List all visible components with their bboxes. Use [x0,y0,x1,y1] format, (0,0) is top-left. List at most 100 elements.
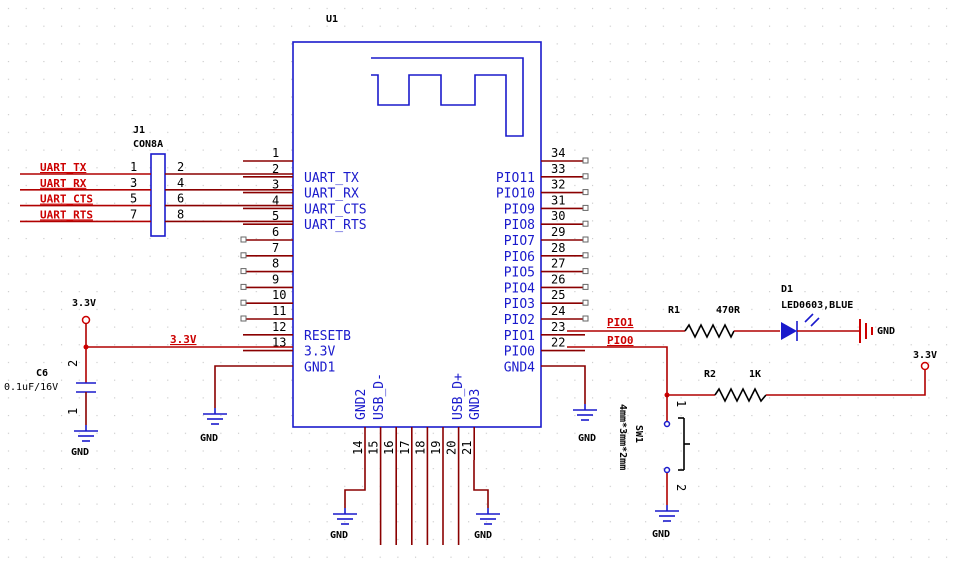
module-pin-label-gnd2: GND2 [354,389,369,420]
module-pin-label: PIO4 [504,281,535,296]
no-connect-marker [582,315,589,322]
supply-port [920,361,930,371]
module-pin-label: UART_CTS [304,202,367,217]
module-ref: U1 [326,14,338,25]
antenna-trace [371,57,524,137]
module-pin-number: 20 [445,441,459,455]
module-pin-number: 3 [272,178,279,192]
module-pin-number: 12 [272,320,286,334]
module-pin-number: 4 [272,193,279,207]
no-connect-marker [240,283,247,290]
r1-body [684,323,735,339]
gnd3-wire [473,460,489,508]
pio0-wire [567,346,715,396]
r1-value: 470R [716,305,741,316]
module-pin-label-gnd3: GND3 [468,389,483,420]
supply-label: 3.3V [913,350,937,361]
no-connect-marker [582,173,589,180]
r2-value: 1K [749,369,761,380]
r2-body [714,387,767,403]
module-pin-label-usb-dp: USB_D+ [451,373,466,420]
module-pin-number: 9 [272,272,279,286]
gnd-label: GND [578,433,596,444]
module-pin-number: 31 [551,193,565,207]
no-connect-marker [582,268,589,275]
connector-pin-even: 2 [177,160,184,174]
module-pin-number: 34 [551,146,565,160]
module-pin-label: GND4 [504,360,535,375]
module-pin-number: 17 [398,441,412,455]
connector-pin-even: 4 [177,176,184,190]
module-pin-number: 22 [551,336,565,350]
module-pin-number: 11 [272,304,286,318]
module-pin-label: PIO2 [504,313,535,328]
no-connect-marker [582,220,589,227]
no-connect-marker [240,299,247,306]
module-pin-label: PIO11 [496,171,535,186]
module-pin-label: PIO8 [504,218,535,233]
module-pin-number: 7 [272,241,279,255]
connector-value: CON8A [133,139,163,150]
module-pin-label: PIO5 [504,266,535,281]
module-pin-number: 30 [551,209,565,223]
gnd-label: GND [474,530,492,541]
module-pin-number: 6 [272,225,279,239]
d1-emission-arrow [810,317,820,327]
gnd-label: GND [71,447,89,458]
module-pin-number: 14 [351,441,365,455]
no-connect-marker [582,252,589,259]
connector-net-label: UART_RX [40,177,87,190]
module-pin-label: PIO7 [504,234,535,249]
module-pin-number: 21 [460,441,474,455]
capacitor-value: 0.1uF/16V [4,382,58,393]
sw-pin-bottom: 2 [674,484,688,491]
module-pin-label: PIO1 [504,329,535,344]
no-connect-marker [240,315,247,322]
module-pin-number: 13 [272,336,286,350]
module-pin-number: 15 [367,441,381,455]
module-pin-label: PIO0 [504,345,535,360]
capacitor-pin-bottom: 1 [66,408,80,415]
connector-body [150,153,166,237]
module-pin-number: 32 [551,178,565,192]
sw-value: 4mm*3mm*2mm [617,404,628,470]
gnd-label: GND [200,433,218,444]
connector-net-label: UART_TX [40,161,87,174]
module-pin-number: 27 [551,257,565,271]
gnd1-wire [214,365,293,408]
module-pin-number: 24 [551,304,565,318]
module-pin-label: PIO10 [496,187,535,202]
net-label-pio1: PIO1 [607,316,634,329]
no-connect-marker [582,157,589,164]
module-pin-number: 2 [272,162,279,176]
supply-label: 3.3V [72,298,96,309]
sw-contact-top [663,420,671,428]
module-pin-number: 23 [551,320,565,334]
gnd4-wire [541,365,586,404]
reset-net-label: 3.3V [170,333,197,346]
module-pin-label: PIO6 [504,250,535,265]
connector-net-label: UART_RTS [40,208,93,221]
r2-ref: R2 [704,369,716,380]
module-pin-number: 19 [429,441,443,455]
gnd-label: GND [877,326,895,337]
gnd-label: GND [652,529,670,540]
no-connect-marker [582,189,589,196]
module-pin-label: UART_TX [304,171,359,186]
no-connect-marker [240,252,247,259]
connector-pin-odd: 3 [130,176,137,190]
d1-ref: D1 [781,284,793,295]
module-pin-number: 26 [551,272,565,286]
capacitor-pin-top: 2 [66,360,80,367]
left-pin-column: 12UART_TX3UART_RX4UART_CTS5UART_RTS67891… [240,146,367,375]
sw-pin-top: 1 [674,400,688,407]
module-pin-number: 5 [272,209,279,223]
module-pin-label: GND1 [304,360,335,375]
gnd-label: GND [330,530,348,541]
no-connect-marker [582,236,589,243]
gnd2-wire [344,460,366,508]
